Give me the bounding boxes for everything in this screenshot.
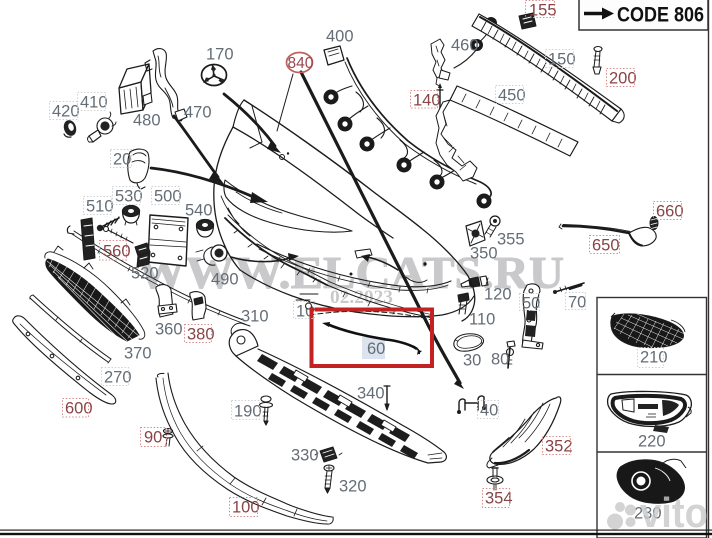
svg-text:200: 200 [609, 70, 637, 88]
svg-text:460: 460 [451, 37, 479, 55]
svg-text:140: 140 [413, 92, 441, 110]
svg-text:220: 220 [638, 433, 666, 451]
svg-text:190: 190 [234, 403, 262, 421]
svg-text:350: 350 [470, 245, 498, 263]
svg-text:340: 340 [357, 385, 385, 403]
svg-text:330: 330 [291, 447, 319, 465]
svg-text:230: 230 [634, 505, 662, 523]
svg-text:360: 360 [155, 321, 183, 339]
svg-text:354: 354 [485, 490, 513, 508]
svg-text:840: 840 [288, 55, 314, 72]
svg-text:370: 370 [124, 345, 152, 363]
svg-text:310: 310 [241, 308, 269, 326]
svg-text:270: 270 [104, 369, 132, 387]
svg-text:90: 90 [144, 429, 162, 447]
svg-text:530: 530 [115, 188, 143, 206]
svg-text:50: 50 [522, 295, 540, 313]
svg-text:110: 110 [469, 311, 495, 329]
svg-text:520: 520 [131, 265, 159, 283]
svg-text:20: 20 [113, 151, 131, 169]
svg-text:320: 320 [339, 478, 367, 496]
svg-text:420: 420 [52, 103, 80, 121]
svg-text:560: 560 [103, 243, 131, 261]
svg-text:352: 352 [545, 438, 573, 456]
svg-text:210: 210 [640, 349, 668, 367]
svg-text:650: 650 [592, 237, 620, 255]
svg-text:150: 150 [548, 51, 576, 69]
svg-text:30: 30 [463, 352, 481, 370]
svg-text:470: 470 [184, 104, 212, 122]
svg-text:155: 155 [529, 2, 557, 20]
svg-text:40: 40 [480, 402, 498, 420]
svg-text:120: 120 [484, 286, 512, 304]
svg-text:480: 480 [133, 112, 161, 130]
svg-text:70: 70 [568, 294, 586, 312]
svg-text:vito: vito [640, 489, 708, 536]
svg-text:80: 80 [491, 351, 509, 369]
svg-text:660: 660 [656, 203, 684, 221]
svg-text:380: 380 [187, 326, 215, 344]
svg-text:540: 540 [185, 202, 213, 220]
svg-text:500: 500 [154, 188, 182, 206]
svg-text:60: 60 [367, 340, 385, 358]
svg-text:600: 600 [65, 400, 93, 418]
svg-text:400: 400 [326, 28, 354, 46]
svg-text:100: 100 [232, 499, 260, 517]
svg-text:355: 355 [497, 231, 525, 249]
svg-text:CODE 806: CODE 806 [617, 4, 704, 27]
svg-text:510: 510 [86, 198, 114, 216]
svg-text:450: 450 [498, 87, 526, 105]
svg-text:170: 170 [206, 46, 234, 64]
svg-text:410: 410 [80, 94, 108, 112]
svg-text:490: 490 [211, 271, 239, 289]
